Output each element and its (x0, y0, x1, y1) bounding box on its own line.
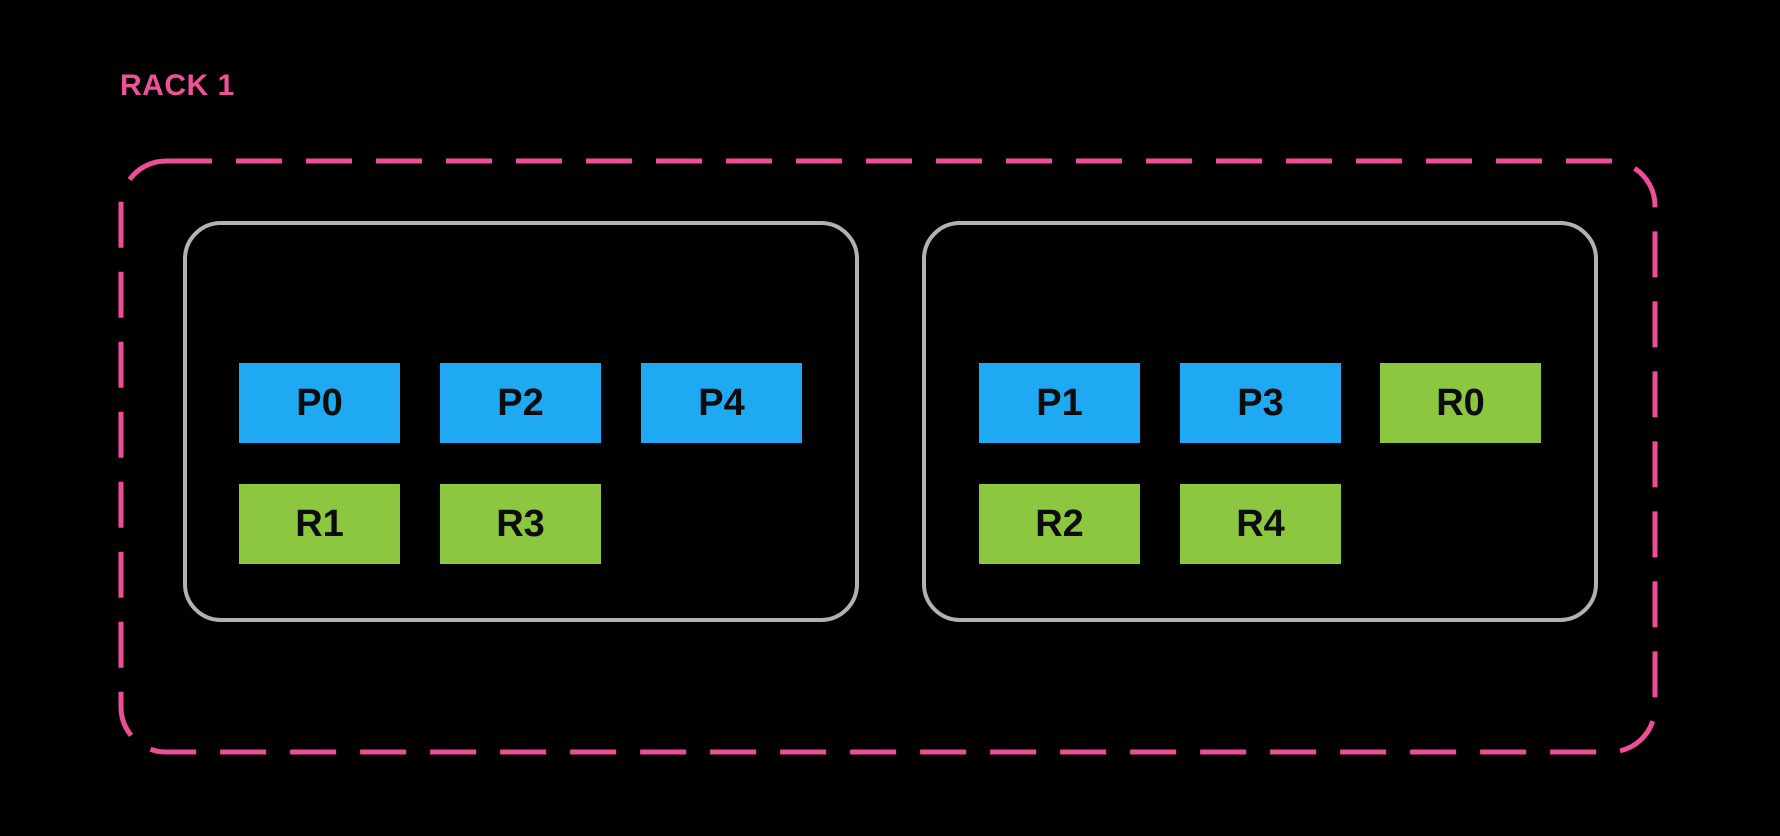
shard-block-p1: P1 (979, 363, 1140, 443)
shard-block-p4: P4 (641, 363, 802, 443)
rack-title: RACK 1 (120, 69, 235, 102)
node-box-right (922, 221, 1598, 622)
shard-block-p0: P0 (239, 363, 400, 443)
shard-block-p2: P2 (440, 363, 601, 443)
shard-block-r4: R4 (1180, 484, 1341, 564)
shard-block-r0: R0 (1380, 363, 1541, 443)
shard-block-r1: R1 (239, 484, 400, 564)
shard-block-r2: R2 (979, 484, 1140, 564)
node-box-left (183, 221, 859, 622)
shard-block-r3: R3 (440, 484, 601, 564)
shard-block-p3: P3 (1180, 363, 1341, 443)
rack-dashed-rect (118, 158, 1658, 755)
